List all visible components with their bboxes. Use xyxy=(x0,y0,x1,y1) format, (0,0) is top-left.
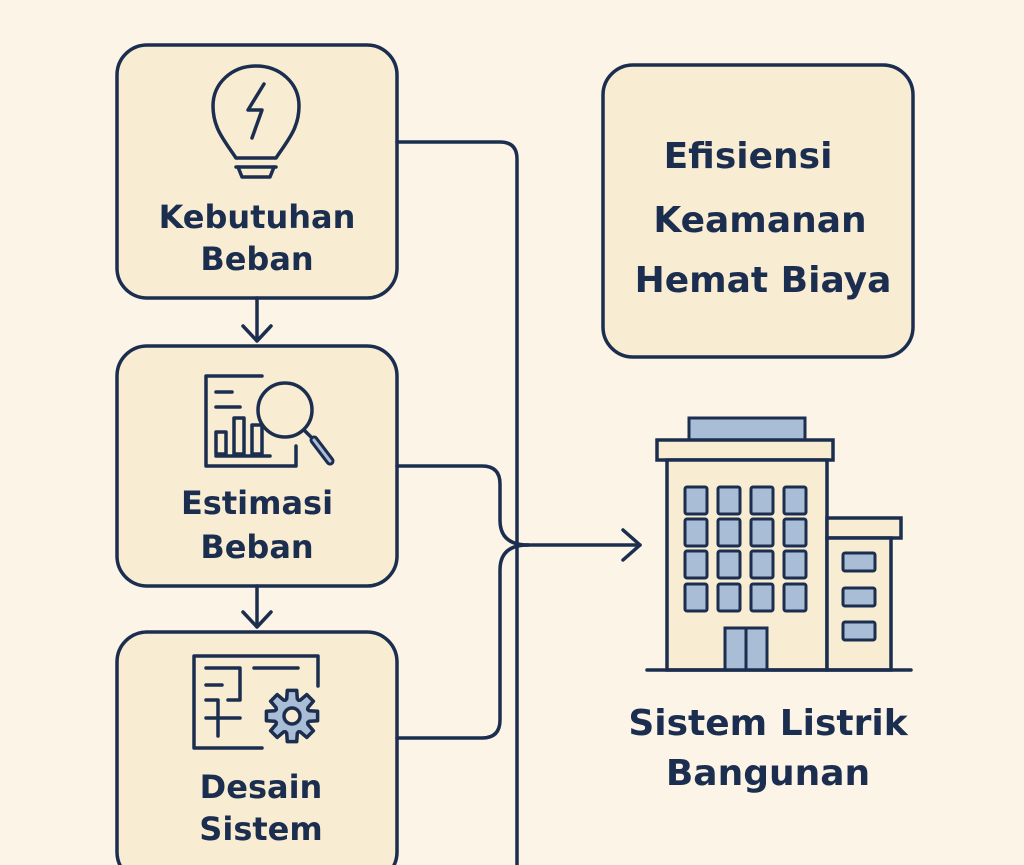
window xyxy=(683,485,709,516)
step-label-line-1: Desain xyxy=(200,768,323,806)
step-system-design: Desain Sistem xyxy=(115,630,399,865)
roof-unit xyxy=(687,416,807,442)
window xyxy=(841,620,877,642)
benefit-safety: Keamanan xyxy=(653,200,866,241)
window xyxy=(782,582,808,613)
side-roof xyxy=(825,516,903,540)
result-label-line-2: Bangunan xyxy=(666,753,870,794)
step-load-requirement: Kebutuhan Beban xyxy=(115,43,399,300)
benefit-cost-saving: Hemat Biaya xyxy=(635,260,892,301)
roof-slab xyxy=(655,438,835,462)
window xyxy=(782,517,808,548)
window xyxy=(841,551,877,573)
window xyxy=(749,549,775,580)
step-label-line-2: Sistem xyxy=(199,810,322,848)
window xyxy=(716,582,742,613)
connector-lines xyxy=(395,140,530,865)
result-label-line-1: Sistem Listrik xyxy=(628,703,908,744)
step-label-line-2: Beban xyxy=(200,240,313,278)
window xyxy=(683,549,709,580)
benefits-box-frame xyxy=(601,63,915,359)
benefits-box: Efisiensi Keamanan Hemat Biaya xyxy=(601,63,915,359)
window xyxy=(782,549,808,580)
step-label-line-2: Beban xyxy=(200,528,313,566)
window xyxy=(782,485,808,516)
step-load-estimation: Estimasi Beban xyxy=(115,344,399,588)
step-label-line-1: Estimasi xyxy=(181,484,333,522)
step-label-line-1: Kebutuhan xyxy=(159,198,356,236)
blueprint-gear-icon xyxy=(192,654,320,750)
gear-hub xyxy=(282,706,302,726)
window xyxy=(716,517,742,548)
window xyxy=(716,549,742,580)
down-arrow xyxy=(241,584,273,629)
window xyxy=(749,485,775,516)
magnifier-handle-fill xyxy=(312,438,332,463)
side-windows xyxy=(841,551,877,642)
window xyxy=(841,586,877,608)
lightbulb-icon xyxy=(211,64,301,179)
arrow-to-building xyxy=(526,528,642,562)
window xyxy=(749,582,775,613)
window xyxy=(683,517,709,548)
gear-shape xyxy=(264,688,320,744)
down-arrow xyxy=(241,296,273,343)
window xyxy=(683,582,709,613)
building-icon xyxy=(645,416,913,672)
chart-magnifier-icon xyxy=(204,374,316,468)
window xyxy=(749,517,775,548)
window xyxy=(716,485,742,516)
tower-windows xyxy=(683,485,808,613)
benefit-efficiency: Efisiensi xyxy=(664,136,833,177)
